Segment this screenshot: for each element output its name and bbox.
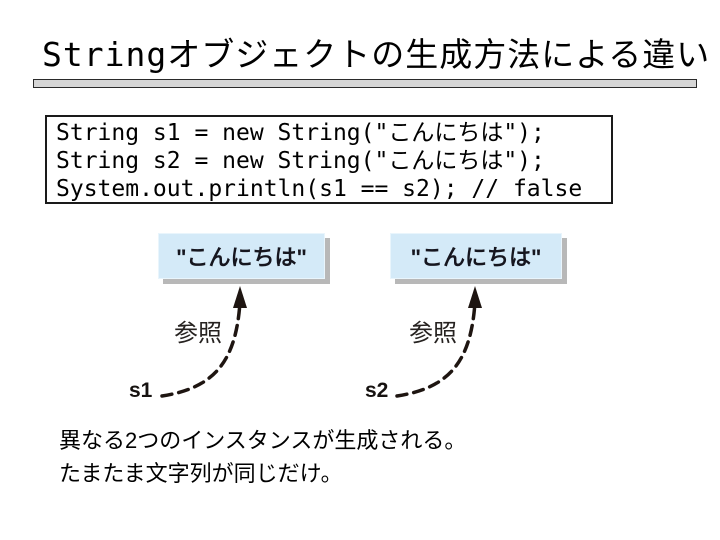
variable-label-s2: s2 xyxy=(365,379,389,402)
title-rule-divider xyxy=(33,79,697,88)
code-line-2: String s2 = new String("こんにちは"); xyxy=(56,148,545,174)
note-line-1: 異なる2つのインスタンスが生成される。 xyxy=(59,428,467,453)
code-line-3: System.out.println(s1 == s2); // false xyxy=(56,176,583,202)
slide-title: Stringオブジェクトの生成方法による違い xyxy=(42,35,711,74)
slide-notes: 異なる2つのインスタンスが生成される。 たまたま文字列が同じだけ。 xyxy=(59,424,466,490)
reference-label-s1: 参照 xyxy=(174,320,222,347)
code-line-1: String s1 = new String("こんにちは"); xyxy=(56,120,545,146)
note-line-2: たまたま文字列が同じだけ。 xyxy=(59,461,343,486)
code-snippet-box: String s1 = new String("こんにちは"); String … xyxy=(45,115,613,204)
string-instance-box-s1: "こんにちは" xyxy=(158,233,325,279)
string-instance-box-s2: "こんにちは" xyxy=(390,233,562,279)
variable-label-s1: s1 xyxy=(129,379,153,402)
reference-label-s2: 参照 xyxy=(409,320,457,347)
